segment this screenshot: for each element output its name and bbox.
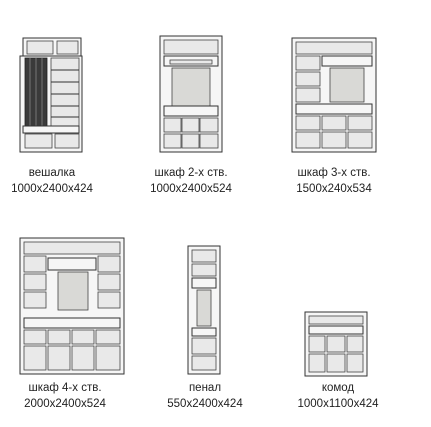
product-name: вешалка [28, 167, 76, 179]
caption-komod: комод 1000х1100х424 [288, 380, 388, 412]
product-name: пенал [188, 382, 222, 394]
product-name: шкаф 4-х ств. [28, 382, 102, 394]
product-name: шкаф 2-х ств. [154, 167, 228, 179]
caption-shkaf-2: шкаф 2-х ств. 1000х2400х524 [138, 165, 244, 197]
product-name: шкаф 3-х ств. [297, 167, 371, 179]
product-size: 1000х1100х424 [297, 398, 379, 410]
product-size: 550х2400х424 [167, 398, 243, 410]
product-size: 2000х2400х524 [24, 398, 106, 410]
product-size: 1000х2400х524 [150, 183, 232, 195]
product-size: 1000х2400х424 [11, 183, 93, 195]
caption-shkaf-3: шкаф 3-х ств. 1500х240х534 [282, 165, 386, 197]
caption-penal: пенал 550х2400х424 [155, 380, 255, 412]
caption-shkaf-4: шкаф 4-х ств. 2000х2400х524 [12, 380, 118, 412]
caption-veshalka: вешалка 1000х2400х424 [0, 165, 104, 197]
product-size: 1500х240х534 [296, 183, 372, 195]
product-name: комод [321, 382, 355, 394]
